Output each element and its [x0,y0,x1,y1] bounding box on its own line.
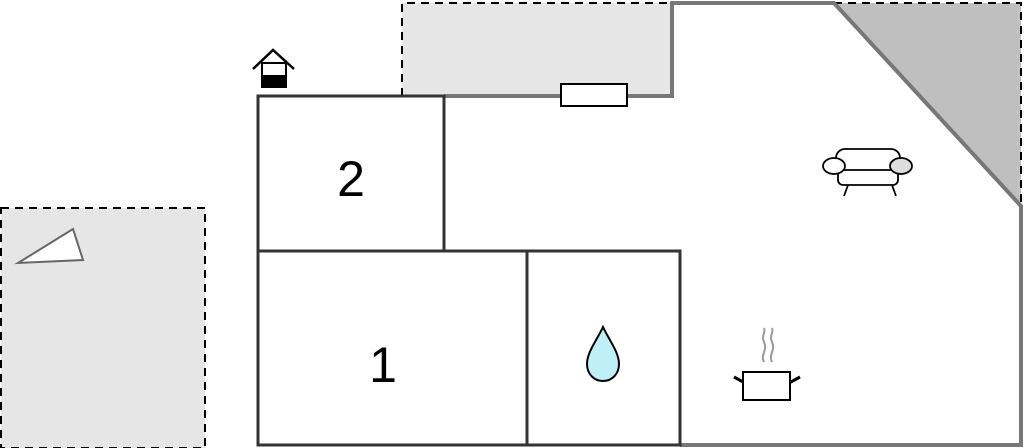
house-entrance-icon [252,48,295,88]
corner-dashed-border [834,2,1022,206]
balcony-area [401,2,673,97]
room-label-2: 2 [337,151,365,207]
terrace-area [0,207,206,448]
water-drop-icon [585,324,621,383]
room-2 [256,94,446,253]
sofa-icon [822,148,913,197]
outer-wall [444,1,1023,447]
room-label-1: 1 [369,337,397,393]
sunbed-icon [14,227,85,265]
window-icon [560,83,628,107]
cooking-pot-icon [733,327,801,401]
